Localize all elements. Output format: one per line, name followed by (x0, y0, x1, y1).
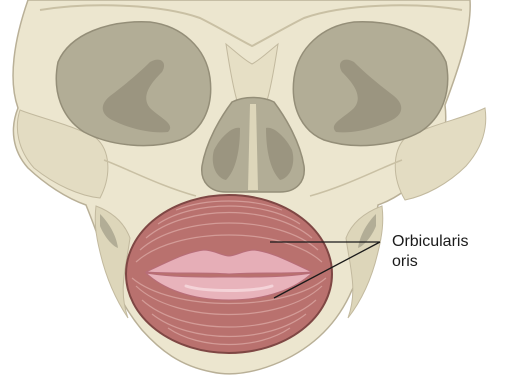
orbicularis-oris-muscle (126, 195, 332, 353)
muscle-label-line1: Orbicularis (392, 232, 468, 251)
muscle-label-line2: oris (392, 252, 418, 271)
